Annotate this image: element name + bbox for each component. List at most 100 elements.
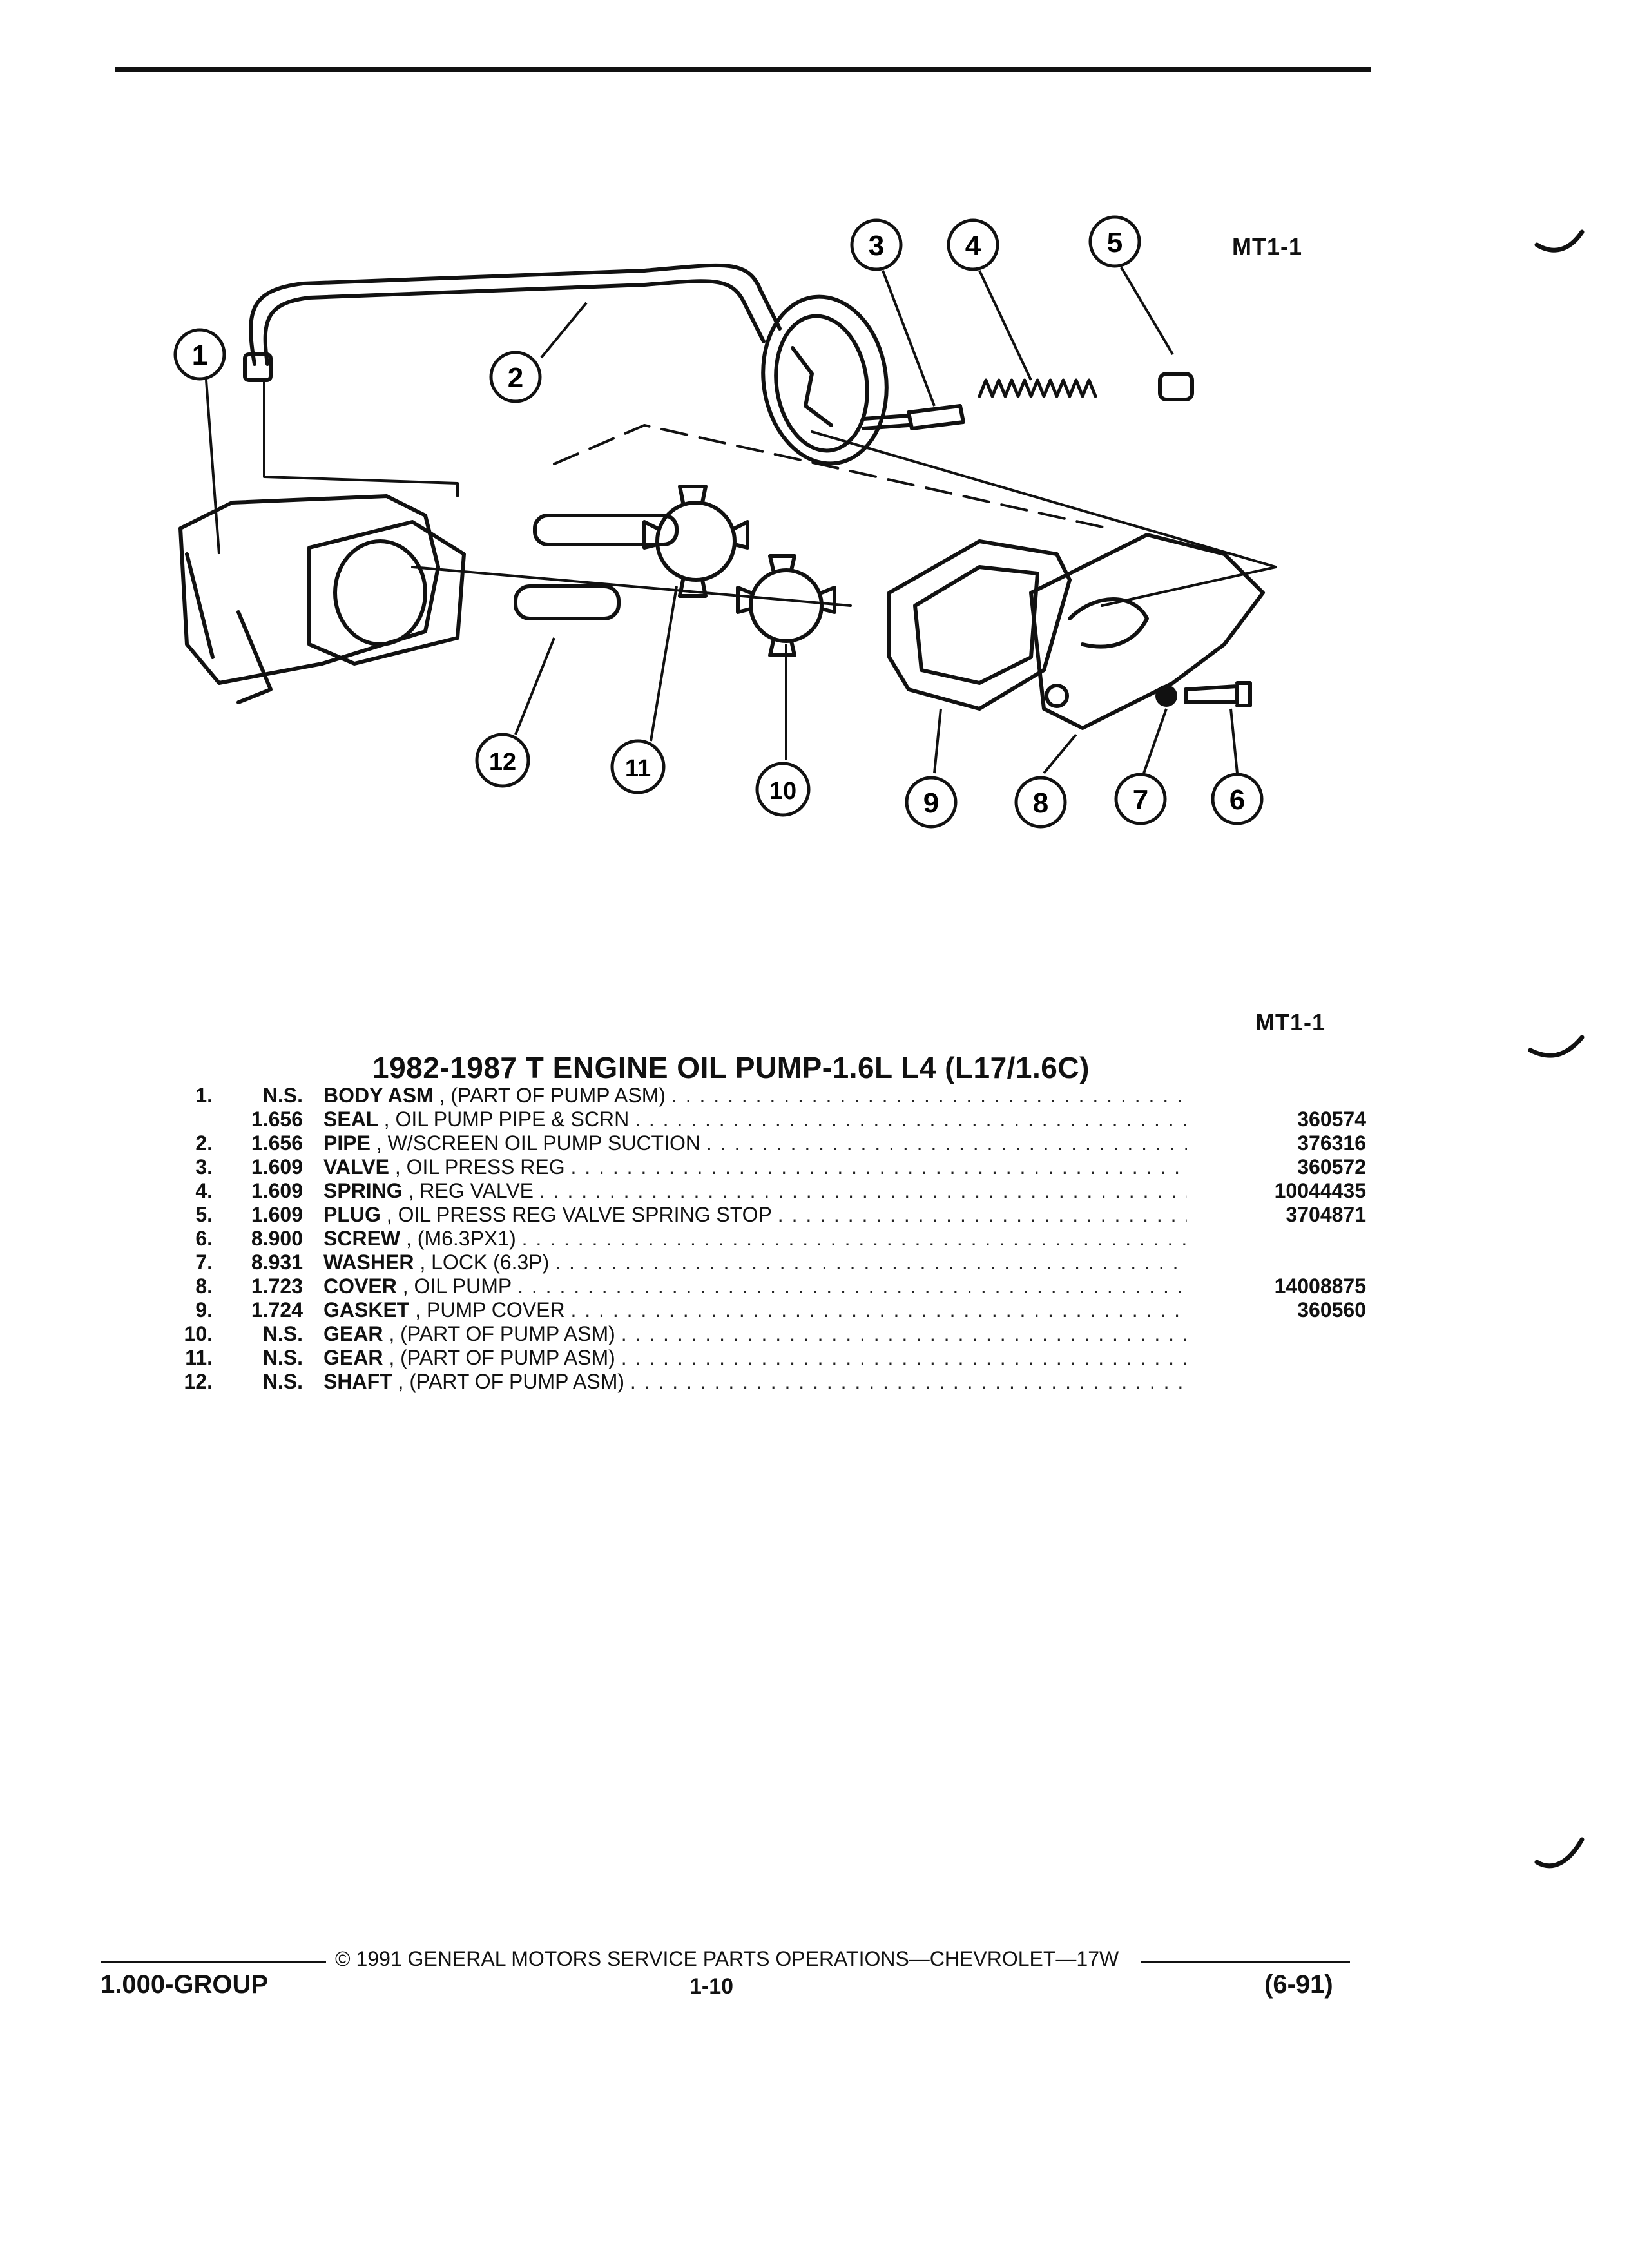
part-description: PLUG , OIL PRESS REG VALVE SPRING STOP .… — [323, 1203, 1187, 1227]
svg-text:1: 1 — [192, 340, 207, 371]
part-description: VALVE , OIL PRESS REG . . . . . . . . . … — [323, 1155, 1187, 1179]
footer-rule-right — [1141, 1961, 1350, 1963]
svg-text:10: 10 — [769, 778, 796, 805]
group-number: 1.609 — [251, 1203, 303, 1226]
cover — [1029, 533, 1265, 730]
item-number: 7. — [195, 1251, 213, 1274]
leader-dots: . . . . . . . . . . . . . . . . . . . . … — [671, 1084, 1187, 1107]
callout-3: 3 — [850, 218, 903, 271]
part-description: SCREW , (M6.3PX1) . . . . . . . . . . . … — [323, 1227, 1187, 1251]
part-description: WASHER , LOCK (6.3P) . . . . . . . . . .… — [323, 1251, 1187, 1274]
plug — [1158, 372, 1194, 401]
table-row: 1.656 SEAL , OIL PUMP PIPE & SCRN . . . .… — [155, 1108, 1366, 1131]
callout-8: 8 — [1014, 776, 1067, 829]
part-number: 10044435 — [1274, 1179, 1366, 1202]
table-row: 3. 1.609 VALVE , OIL PRESS REG . . . . . .… — [155, 1155, 1366, 1179]
suction-pipe — [249, 263, 782, 366]
callout-12: 12 — [475, 733, 530, 788]
table-row: 1. N.S. BODY ASM , (PART OF PUMP ASM) . . … — [155, 1084, 1366, 1108]
svg-text:3: 3 — [869, 230, 884, 262]
leader-dots: . . . . . . . . . . . . . . . . . . . . … — [777, 1203, 1187, 1226]
part-name: PLUG — [323, 1203, 381, 1226]
part-name: SCREW — [323, 1227, 401, 1250]
callout-2: 2 — [489, 351, 542, 403]
item-number: 4. — [195, 1179, 213, 1202]
screw — [1184, 681, 1252, 707]
oil-screen-inner — [774, 314, 869, 453]
svg-text:12: 12 — [489, 749, 516, 776]
part-name: GEAR — [323, 1322, 383, 1345]
part-name: GEAR — [323, 1346, 383, 1369]
part-detail: , PUMP COVER — [415, 1298, 565, 1321]
callout-5: 5 — [1088, 215, 1141, 268]
svg-text:8: 8 — [1033, 787, 1048, 819]
part-description: SHAFT , (PART OF PUMP ASM) . . . . . . .… — [323, 1370, 1187, 1394]
callout-11: 11 — [610, 739, 666, 794]
margin-mark-bottom — [1534, 1837, 1585, 1869]
part-detail: , OIL PUMP — [402, 1274, 512, 1298]
part-name: COVER — [323, 1274, 397, 1298]
gear-10 — [736, 554, 836, 657]
part-description: SEAL , OIL PUMP PIPE & SCRN . . . . . . … — [323, 1108, 1187, 1131]
shaft — [514, 584, 621, 620]
item-number: 6. — [195, 1227, 213, 1250]
spring — [978, 378, 1097, 398]
part-name: SHAFT — [323, 1370, 392, 1393]
group-number: N.S. — [262, 1084, 303, 1107]
exploded-view-diagram: 1 2 3 4 5 6 7 8 9 10 11 12 — [173, 215, 1277, 829]
svg-text:5: 5 — [1107, 227, 1123, 258]
item-number: 2. — [195, 1131, 213, 1155]
table-row: 12.N.S.SHAFT , (PART OF PUMP ASM) . . . … — [155, 1370, 1366, 1394]
part-name: PIPE — [323, 1131, 371, 1155]
group-number: 8.931 — [251, 1251, 303, 1274]
leader-dots: . . . . . . . . . . . . . . . . . . . . … — [570, 1155, 1188, 1178]
leader-dots: . . . . . . . . . . . . . . . . . . . . … — [621, 1322, 1187, 1345]
suction-pipe-inner — [263, 279, 766, 366]
part-number: 360574 — [1297, 1108, 1366, 1131]
part-detail: , REG VALVE — [408, 1179, 534, 1202]
table-row: 9. 1.724 GASKET , PUMP COVER . . . . . . .… — [155, 1298, 1366, 1322]
parts-list-title: 1982-1987 T ENGINE OIL PUMP-1.6L L4 (L17… — [372, 1051, 1090, 1084]
item-number: 10. — [184, 1322, 213, 1345]
margin-mark-top — [1534, 229, 1585, 253]
svg-text:7: 7 — [1133, 784, 1148, 816]
part-description: GEAR , (PART OF PUMP ASM) . . . . . . . … — [323, 1346, 1187, 1370]
group-number: 1.656 — [251, 1108, 303, 1131]
item-number: 8. — [195, 1274, 213, 1298]
part-description: BODY ASM , (PART OF PUMP ASM) . . . . . … — [323, 1084, 1187, 1108]
table-row: 7. 8.931 WASHER , LOCK (6.3P) . . . . . . … — [155, 1251, 1366, 1274]
part-detail: , (PART OF PUMP ASM) — [398, 1370, 625, 1393]
part-detail: , OIL PUMP PIPE & SCRN — [383, 1108, 630, 1131]
part-detail: , LOCK (6.3P) — [419, 1251, 550, 1274]
leader-dots: . . . . . . . . . . . . . . . . . . . . … — [539, 1179, 1187, 1202]
part-description: GEAR , (PART OF PUMP ASM) . . . . . . . … — [323, 1322, 1187, 1346]
leader-dots: . . . . . . . . . . . . . . . . . . . . … — [706, 1131, 1187, 1155]
svg-text:9: 9 — [923, 787, 939, 819]
part-number: 360572 — [1297, 1155, 1366, 1178]
item-number: 12. — [184, 1370, 213, 1393]
gasket — [887, 539, 1072, 711]
footer-page-number: 1-10 — [689, 1974, 734, 1999]
leader-dots: . . . . . . . . . . . . . . . . . . . . … — [521, 1227, 1187, 1250]
part-description: GASKET , PUMP COVER . . . . . . . . . . … — [323, 1298, 1187, 1322]
group-number: 1.609 — [251, 1155, 303, 1178]
group-number: 8.900 — [251, 1227, 303, 1250]
diagram-code: MT1-1 — [1232, 233, 1303, 260]
item-number: 9. — [195, 1298, 213, 1321]
group-number: 1.723 — [251, 1274, 303, 1298]
part-detail: , (PART OF PUMP ASM) — [389, 1346, 615, 1369]
part-detail: , OIL PRESS REG VALVE SPRING STOP — [386, 1203, 772, 1226]
part-detail: , (PART OF PUMP ASM) — [439, 1084, 666, 1107]
part-description: SPRING , REG VALVE . . . . . . . . . . .… — [323, 1179, 1187, 1203]
item-number: 1. — [195, 1084, 213, 1107]
part-name: SPRING — [323, 1179, 403, 1202]
oil-screen — [761, 294, 889, 466]
group-number: 1.724 — [251, 1298, 303, 1321]
group-number: N.S. — [262, 1322, 303, 1345]
item-number: 3. — [195, 1155, 213, 1178]
seal — [243, 352, 273, 382]
callout-6: 6 — [1211, 773, 1264, 825]
